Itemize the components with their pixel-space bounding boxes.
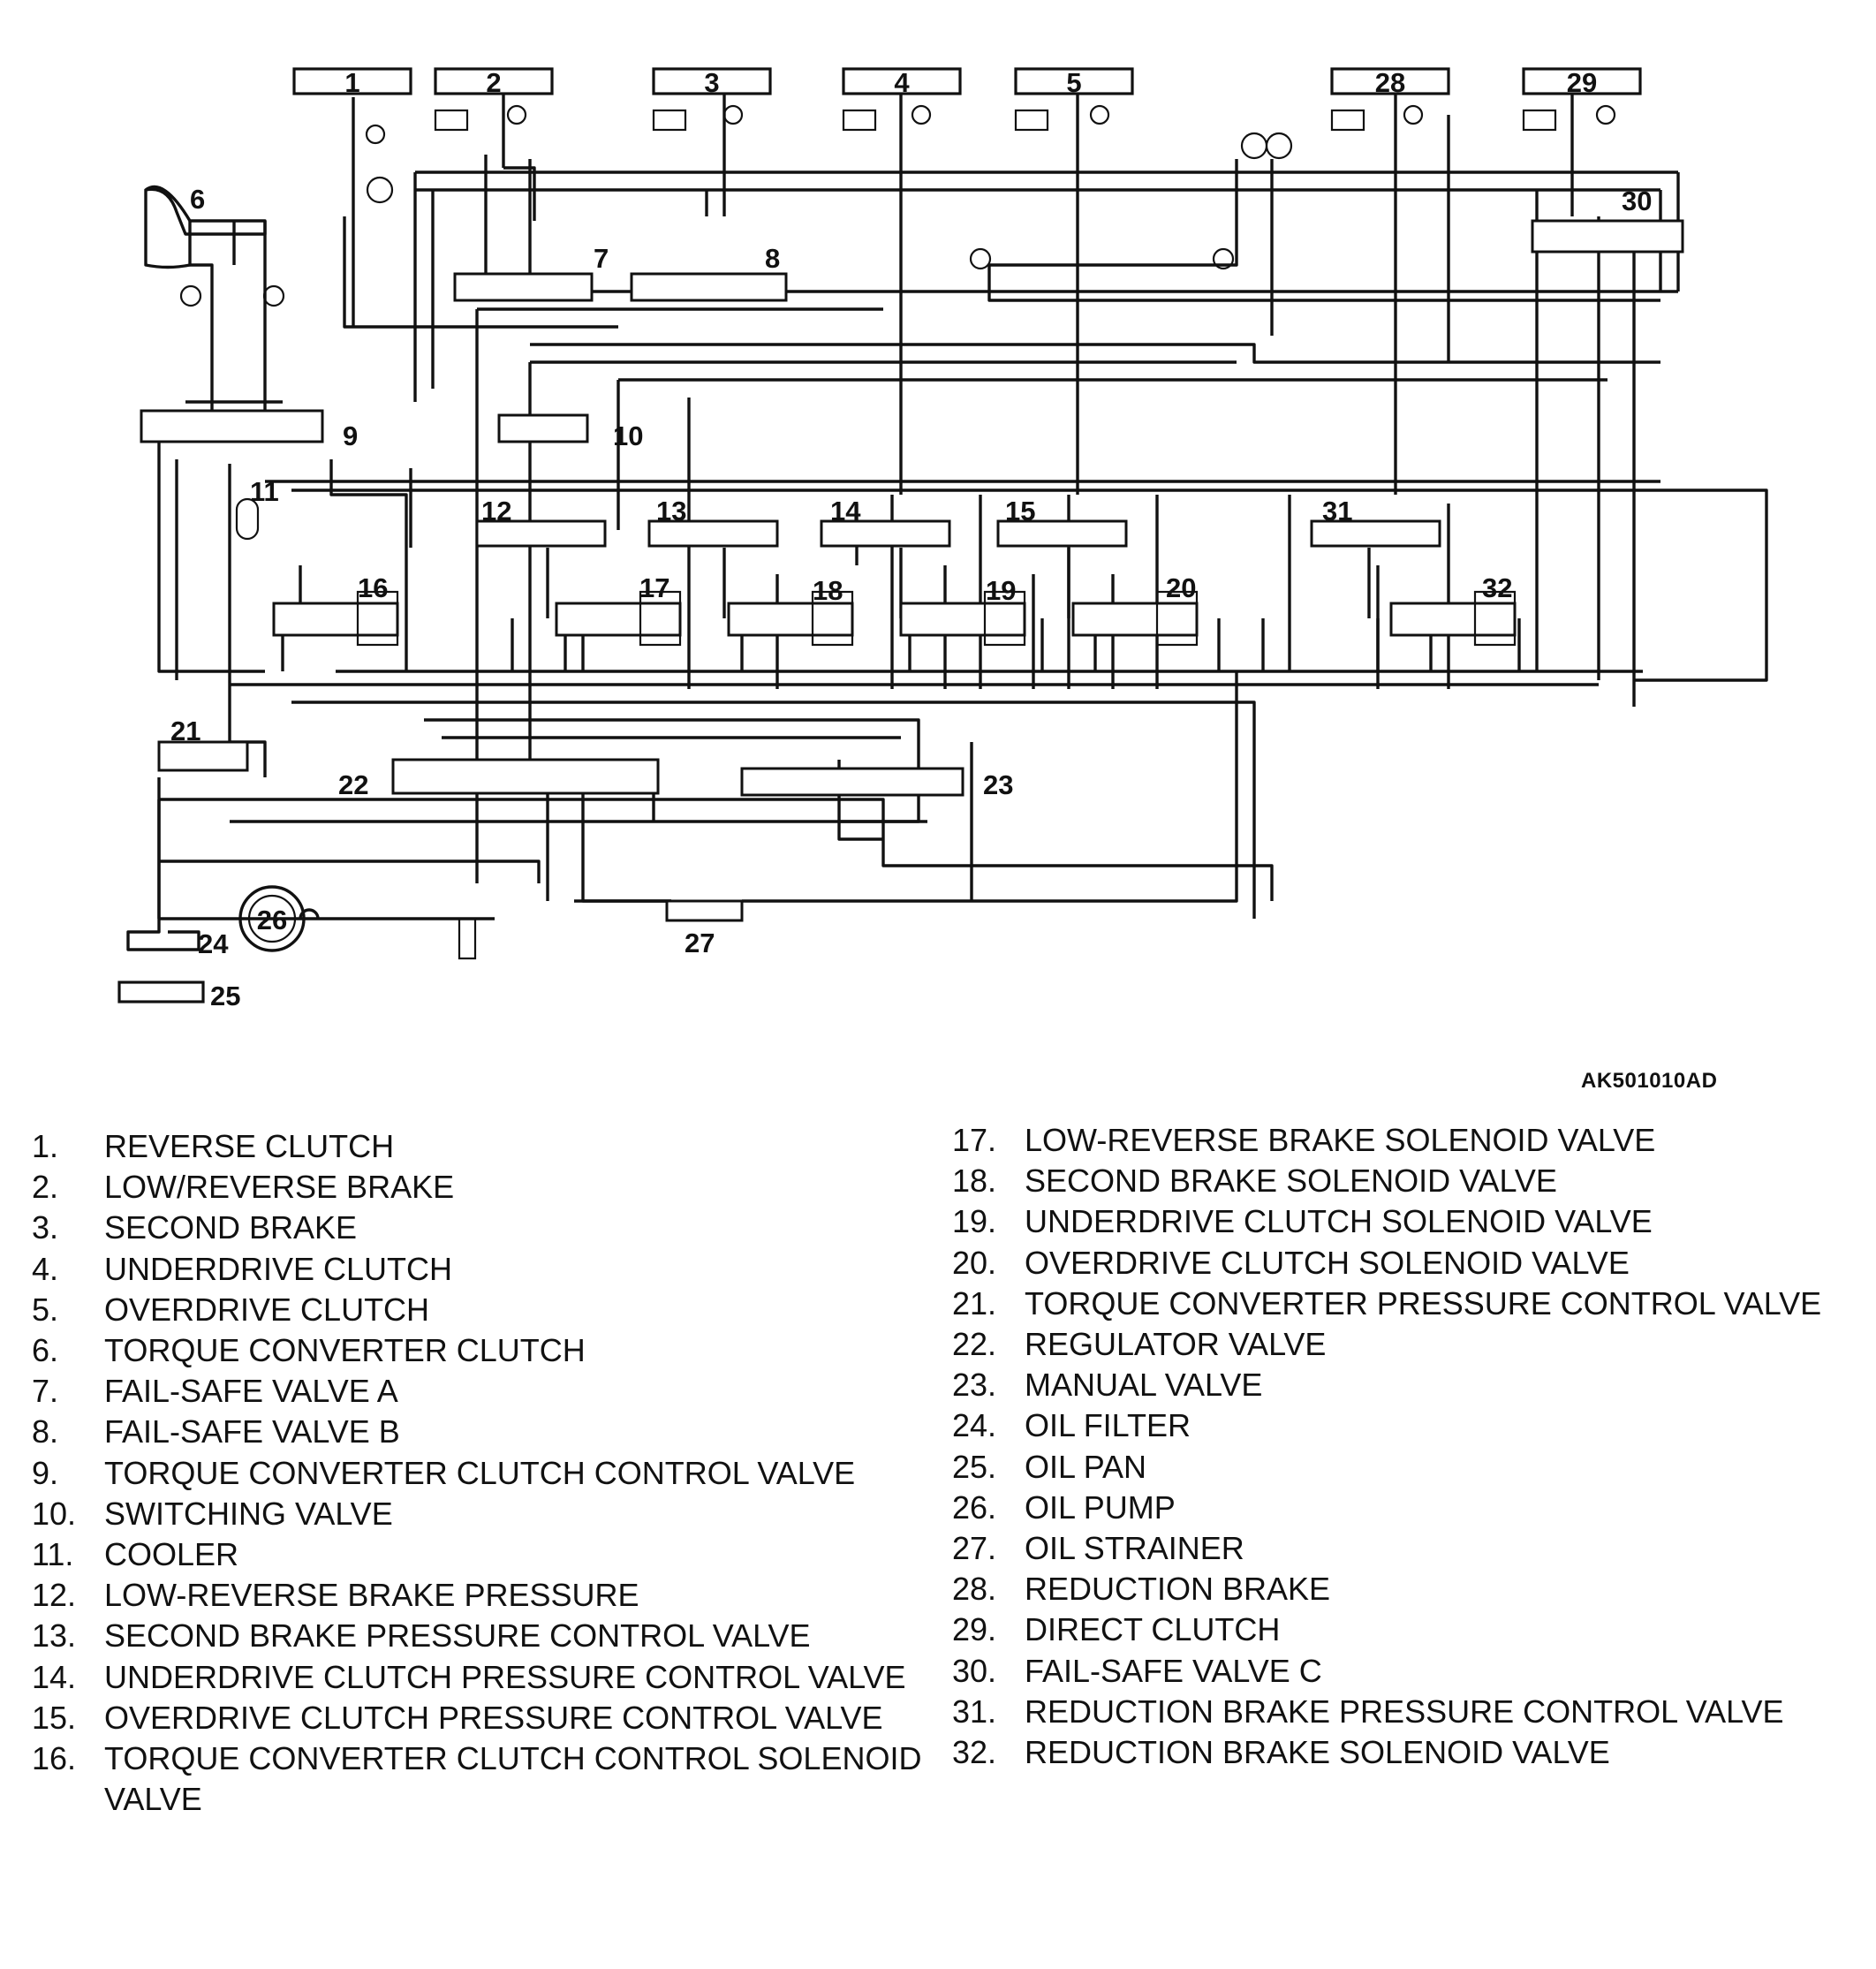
cooler-shape (235, 497, 260, 541)
legend-item: 4.UNDERDRIVE CLUTCH (32, 1250, 453, 1287)
legend-item: 10.SWITCHING VALVE (32, 1495, 393, 1532)
legend-item: 25.OIL PAN (952, 1448, 1147, 1485)
legend-item: 22.REGULATOR VALVE (952, 1326, 1327, 1363)
legend-item: 6.TORQUE CONVERTER CLUTCH (32, 1332, 586, 1369)
callout-5: 5 (1066, 67, 1081, 98)
legend-item: 17.LOW-REVERSE BRAKE SOLENOID VALVE (952, 1122, 1656, 1158)
callout-28: 28 (1375, 67, 1405, 98)
callout-10: 10 (613, 420, 643, 451)
oil-filter-shape (126, 919, 200, 951)
callout-7: 7 (594, 243, 609, 274)
legend-item: 8.FAIL-SAFE VALVE B (32, 1413, 400, 1450)
oil-pump-outer (238, 885, 306, 952)
callout-31: 31 (1322, 496, 1352, 526)
callout-27: 27 (685, 928, 715, 958)
oil-pan-shape (117, 981, 205, 1003)
callout-4: 4 (894, 67, 910, 98)
callout-1: 1 (344, 67, 359, 98)
legend-item: 12.LOW-REVERSE BRAKE PRESSURE (32, 1577, 639, 1614)
legend-item: 31.REDUCTION BRAKE PRESSURE CONTROL VALV… (952, 1693, 1784, 1730)
oil-pump-inner (247, 894, 297, 943)
hydraulic-circuit-diagram: 1 2 3 4 5 6 7 8 9 10 11 12 13 14 15 16 1… (117, 67, 1768, 1011)
legend-left-column: 1.REVERSE CLUTCH 2.LOW/REVERSE BRAKE 3.S… (32, 1126, 933, 1820)
legend-item: 29.DIRECT CLUTCH (952, 1611, 1281, 1648)
callout-19: 19 (986, 575, 1016, 606)
callout-11: 11 (250, 476, 279, 507)
callout-20: 20 (1166, 572, 1196, 603)
callout-24: 24 (198, 928, 229, 959)
callout-32: 32 (1482, 572, 1512, 603)
torque-converter-shape (144, 185, 267, 269)
callout-26: 26 (257, 905, 287, 935)
legend-item: 11.COOLER (32, 1536, 239, 1573)
legend-item: 15.OVERDRIVE CLUTCH PRESSURE CONTROL VAL… (32, 1699, 883, 1736)
check-balls (366, 176, 1235, 270)
accumulator-symbols (179, 104, 1616, 307)
callout-9: 9 (343, 420, 358, 451)
oil-strainer-shape (665, 899, 744, 922)
callout-2: 2 (486, 67, 501, 98)
callout-22: 22 (338, 769, 368, 800)
callout-29: 29 (1567, 67, 1597, 98)
oil-passages (157, 88, 1768, 920)
relief-valve-shape (458, 917, 477, 960)
callout-numbers: 1 2 3 4 5 6 7 8 9 10 11 12 13 14 15 16 1… (170, 67, 1652, 1011)
legend-item: 2.LOW/REVERSE BRAKE (32, 1169, 455, 1206)
legend-item: 14.UNDERDRIVE CLUTCH PRESSURE CONTROL VA… (32, 1658, 906, 1695)
legend-item: 19.UNDERDRIVE CLUTCH SOLENOID VALVE (952, 1203, 1653, 1240)
clutch-brake-boxes (179, 67, 1642, 307)
callout-16: 16 (358, 572, 388, 603)
legend-item: 13.SECOND BRAKE PRESSURE CONTROL VALVE (32, 1617, 811, 1655)
legend-item: 30.FAIL-SAFE VALVE C (952, 1652, 1322, 1689)
legend-item: 20.OVERDRIVE CLUTCH SOLENOID VALVE (952, 1244, 1630, 1281)
callout-21: 21 (170, 716, 200, 746)
callout-3: 3 (704, 67, 719, 98)
legend-right-column: 17.LOW-REVERSE BRAKE SOLENOID VALVE 18.S… (952, 1120, 1871, 1773)
callout-18: 18 (813, 575, 843, 606)
legend-item: 23.MANUAL VALVE (952, 1367, 1263, 1404)
callout-14: 14 (830, 496, 861, 526)
spool-valves (140, 219, 1684, 797)
callout-17: 17 (639, 572, 669, 603)
legend-item: 21.TORQUE CONVERTER PRESSURE CONTROL VAL… (952, 1284, 1822, 1322)
legend-item: 7.FAIL-SAFE VALVE A (32, 1373, 398, 1410)
legend-item: 24.OIL FILTER (952, 1407, 1191, 1444)
legend-item: 18.SECOND BRAKE SOLENOID VALVE (952, 1162, 1557, 1200)
callout-30: 30 (1622, 186, 1652, 216)
legend-item: 1.REVERSE CLUTCH (32, 1128, 395, 1164)
callout-15: 15 (1005, 496, 1035, 526)
callout-8: 8 (765, 243, 780, 274)
legend-item: 3.SECOND BRAKE (32, 1209, 358, 1246)
legend-item: 16.TORQUE CONVERTER CLUTCH CONTROL SOLEN… (32, 1740, 922, 1818)
solenoid-valves (272, 590, 1517, 647)
callout-6: 6 (190, 184, 205, 215)
callout-13: 13 (656, 496, 686, 526)
legend-item: 5.OVERDRIVE CLUTCH (32, 1291, 430, 1328)
legend-item: 27.OIL STRAINER (952, 1530, 1244, 1567)
image-code: AK501010AD (1581, 1069, 1718, 1093)
legend-item: 9.TORQUE CONVERTER CLUTCH CONTROL VALVE (32, 1454, 856, 1491)
legend-item: 32.REDUCTION BRAKE SOLENOID VALVE (952, 1734, 1610, 1771)
legend-item: 26.OIL PUMP (952, 1488, 1176, 1526)
legend-item: 28.REDUCTION BRAKE (952, 1571, 1331, 1608)
callout-12: 12 (481, 496, 511, 526)
callout-25: 25 (210, 981, 240, 1011)
callout-23: 23 (983, 769, 1013, 800)
